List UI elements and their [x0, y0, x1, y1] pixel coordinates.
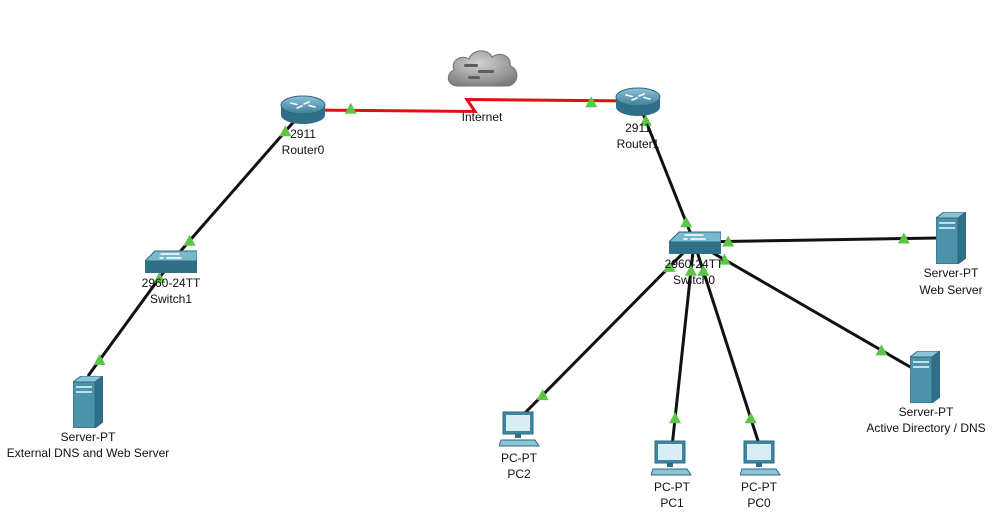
link-status-icon-switch0-8 [697, 264, 710, 276]
router0-device[interactable] [279, 94, 327, 126]
cloud-icon [447, 50, 518, 87]
ad-server-device[interactable] [908, 350, 942, 404]
pc2-device[interactable] [498, 411, 541, 449]
link-switch0-ad-server[interactable] [693, 240, 913, 370]
link-status-icon-pc0-8 [744, 412, 757, 424]
pc1-name: PC1 [660, 496, 684, 510]
link-status-icon-pc2-6 [536, 389, 549, 401]
link-status-icon-switch0-3 [680, 216, 693, 228]
server-icon [908, 350, 942, 404]
switch1-device[interactable] [143, 249, 198, 275]
link-status-icon-ad-server-5 [875, 344, 888, 356]
web-server-model: Server-PT [923, 266, 979, 280]
link-router0-router1[interactable] [303, 97, 639, 114]
link-status-icon-switch0-4 [722, 235, 735, 247]
router1-model: 2911 [625, 121, 651, 135]
link-status-icon-switch0-5 [718, 253, 731, 265]
link-status-icon-router0-0 [344, 102, 357, 114]
ext-server-name: External DNS and Web Server [6, 446, 170, 460]
switch1-model: 2960-24TT [141, 276, 201, 290]
server-icon [934, 211, 968, 265]
router0-model: 2911 [290, 127, 316, 141]
router-icon [280, 95, 326, 124]
link-status-icon-switch0-6 [663, 260, 676, 272]
switch-icon [143, 250, 198, 273]
link-status-icon-switch0-7 [684, 264, 697, 276]
switch0-device[interactable] [667, 230, 722, 256]
pc2-name: PC2 [507, 467, 531, 481]
pc-icon [650, 440, 692, 476]
ad-server-model: Server-PT [898, 405, 954, 419]
link-switch0-web-server[interactable] [693, 236, 939, 244]
link-status-icon-ext-server-2 [93, 354, 106, 366]
pc1-device[interactable] [650, 440, 693, 478]
link-status-icon-router1-0 [585, 96, 598, 108]
pc0-name: PC0 [747, 496, 771, 510]
switch0-name: Switch0 [672, 273, 716, 287]
web-server-device[interactable] [934, 211, 968, 265]
link-switch0-pc1[interactable] [670, 241, 696, 448]
link-status-icon-router1-3 [639, 114, 652, 126]
pc0-device[interactable] [739, 440, 782, 478]
link-status-icon-switch1-1 [183, 234, 196, 246]
router-icon [615, 87, 661, 116]
link-switch0-pc0[interactable] [692, 241, 762, 448]
link-status-icon-switch1-2 [153, 271, 166, 283]
ext-server-device[interactable] [71, 375, 105, 429]
pc1-model: PC-PT [654, 480, 690, 494]
switch1-name: Switch1 [149, 292, 193, 306]
ad-server-name: Active Directory / DNS [866, 421, 986, 435]
link-status-icon-web-server-4 [897, 232, 910, 244]
internet-label: Internet [461, 110, 503, 124]
switch0-model: 2960-24TT [664, 257, 724, 271]
link-status-icon-router0-1 [279, 125, 292, 137]
ext-server-model: Server-PT [60, 430, 116, 444]
pc-icon [498, 411, 540, 447]
web-server-name: Web Server [919, 283, 983, 297]
router0-name: Router0 [281, 143, 325, 157]
router1-device[interactable] [614, 86, 662, 118]
link-status-icon-pc1-7 [669, 412, 682, 424]
internet-cloud[interactable] [444, 46, 520, 92]
router1-name: Router1 [616, 137, 660, 151]
pc2-model: PC-PT [501, 451, 537, 465]
switch-icon [667, 231, 722, 254]
pc-icon [739, 440, 781, 476]
pc0-model: PC-PT [741, 480, 777, 494]
server-icon [71, 375, 105, 429]
